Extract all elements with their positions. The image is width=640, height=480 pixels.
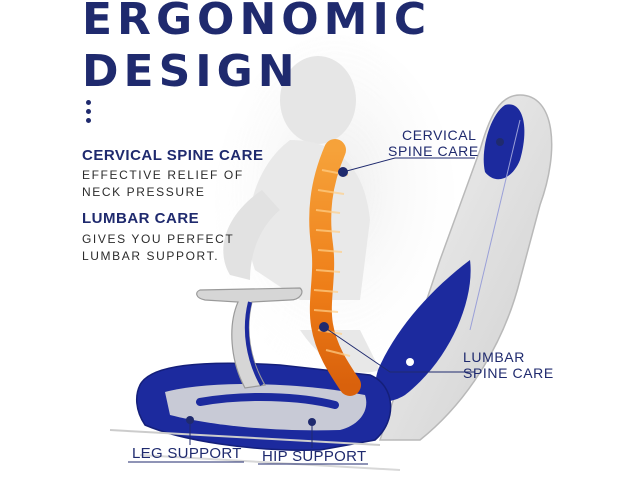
feature-lumbar-desc-line2: LUMBAR SUPPORT. bbox=[82, 249, 220, 263]
page-title-line1: ERGONOMIC bbox=[82, 0, 432, 45]
page-title-line2: DESIGN bbox=[82, 46, 300, 97]
decorative-dots bbox=[86, 100, 92, 127]
callout-lumbar-line2: SPINE CARE bbox=[463, 365, 554, 381]
callout-cervical-line2: SPINE CARE bbox=[388, 143, 479, 159]
callout-cervical-line1: CERVICAL bbox=[402, 127, 477, 143]
feature-cervical-heading: CERVICAL SPINE CARE bbox=[82, 147, 264, 164]
callout-lumbar-line1: LUMBAR bbox=[463, 349, 525, 365]
callout-hip-support: HIP SUPPORT bbox=[262, 448, 367, 465]
feature-lumbar-heading: LUMBAR CARE bbox=[82, 210, 200, 227]
feature-lumbar-desc-line1: GIVES YOU PERFECT bbox=[82, 232, 235, 246]
headrest-pad bbox=[483, 104, 525, 180]
lumbar-pad bbox=[375, 260, 471, 401]
armrest bbox=[196, 287, 303, 389]
callout-leg-support: LEG SUPPORT bbox=[132, 445, 242, 462]
feature-cervical-desc-line2: NECK PRESSURE bbox=[82, 185, 206, 199]
feature-cervical-desc-line1: EFFECTIVE RELIEF OF bbox=[82, 168, 244, 182]
spine bbox=[309, 139, 361, 396]
